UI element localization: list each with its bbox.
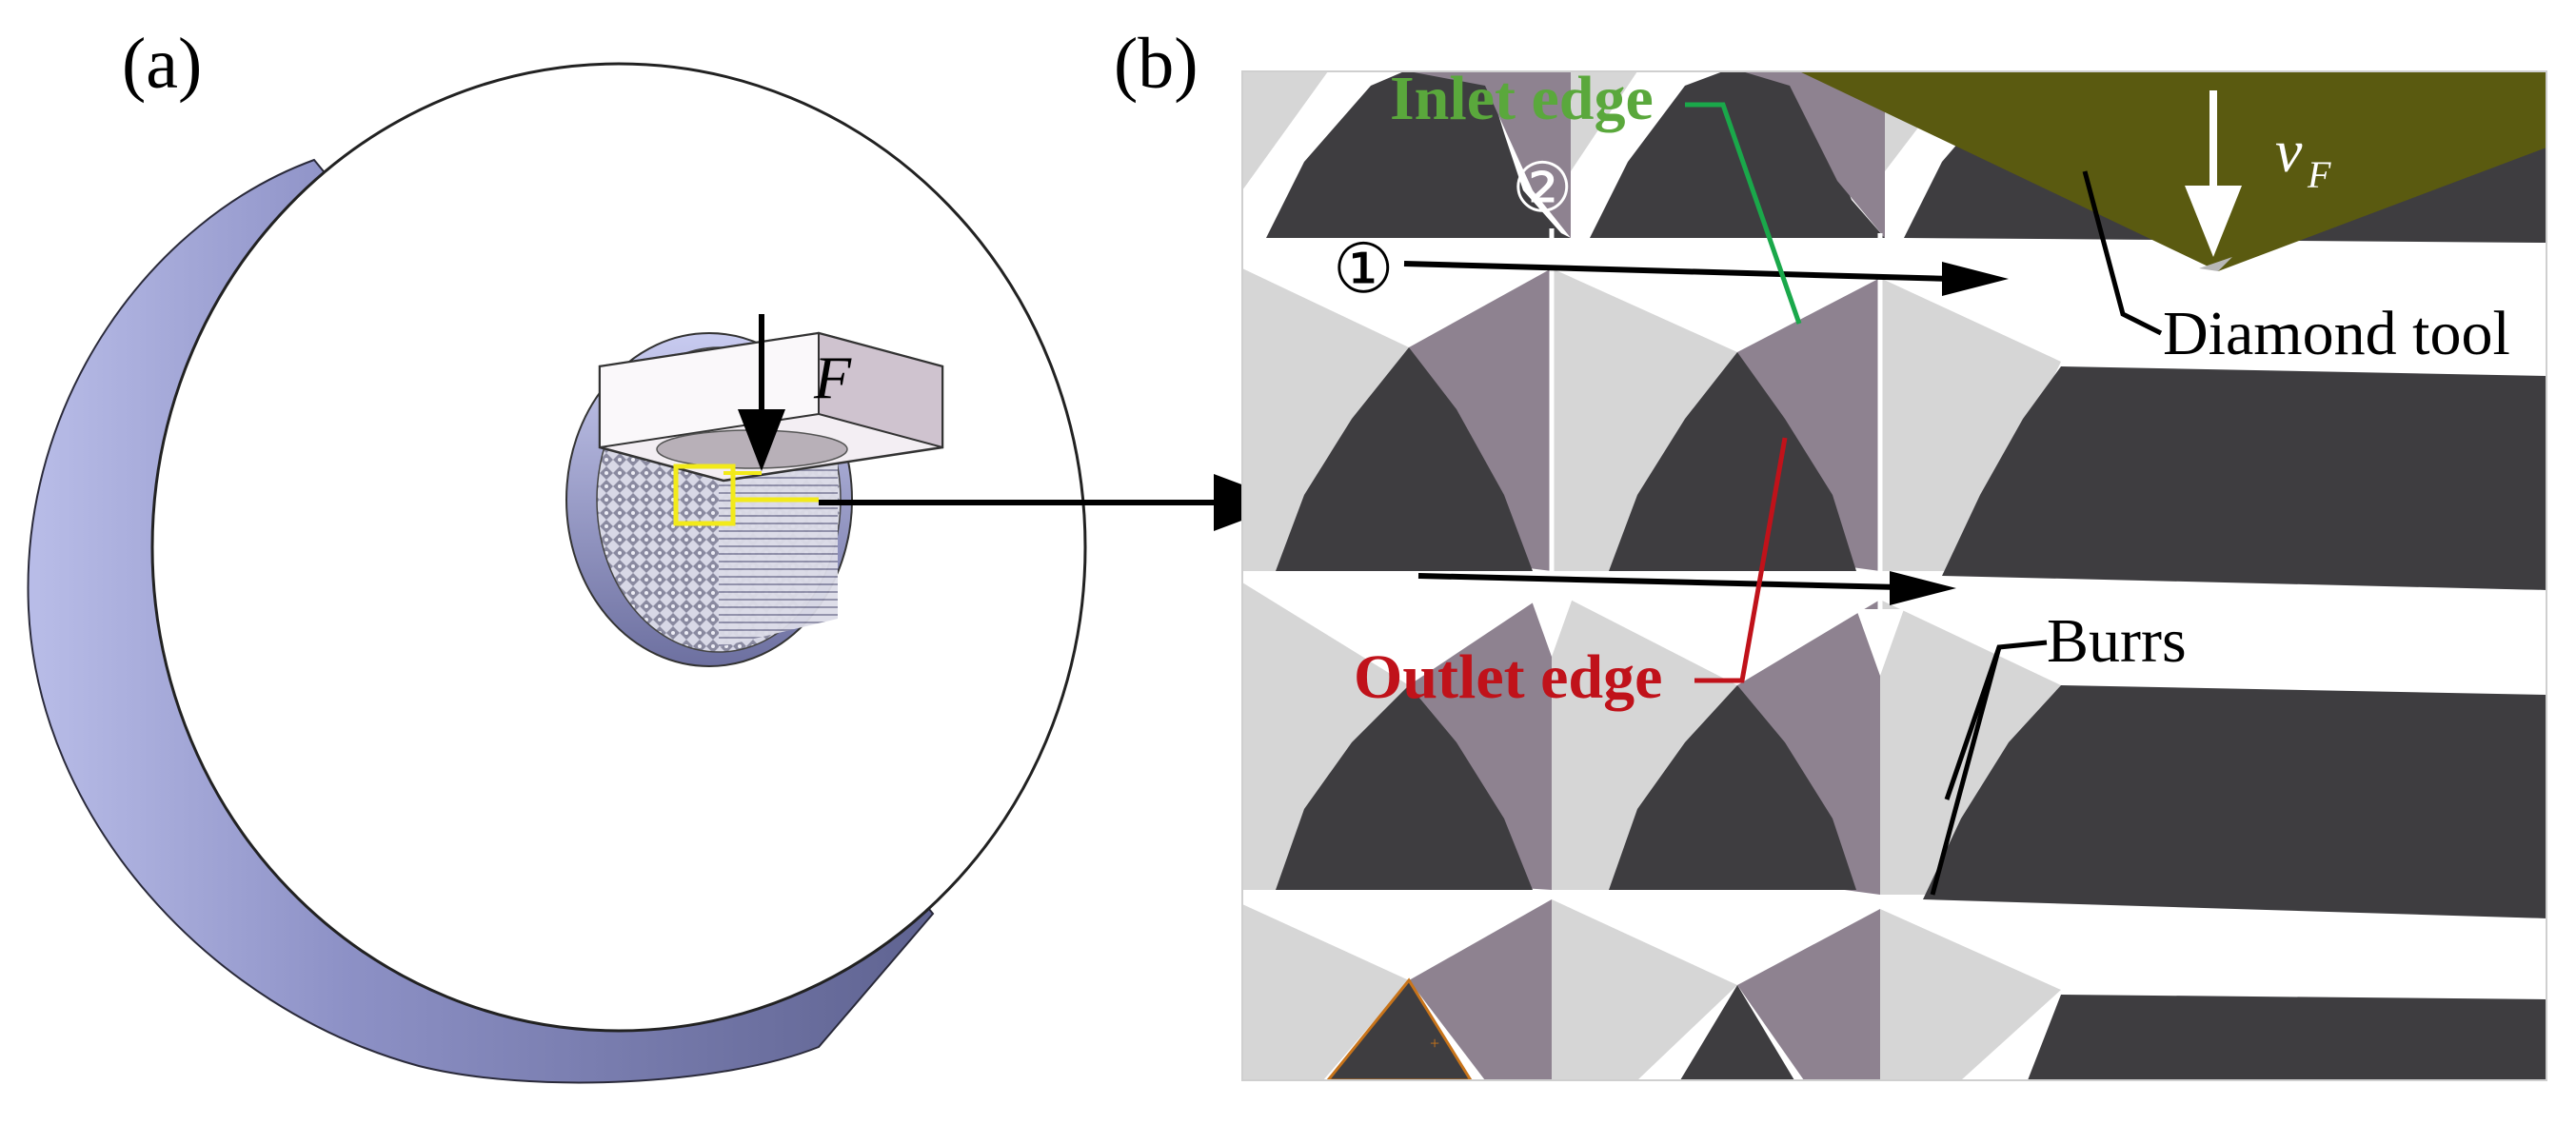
velocity-arrow: v F — [2185, 90, 2331, 257]
velocity-subscript: F — [2307, 153, 2331, 196]
outlet-edge-label: Outlet edge — [1354, 642, 1662, 712]
panel-a-label: (a) — [122, 24, 202, 104]
panel-a: (a) F — [27, 24, 1290, 1084]
burrs-annotation: Burrs — [1930, 606, 2187, 896]
inlet-edge-label: Inlet edge — [1390, 64, 1654, 133]
diamond-tool-annotation: Diamond tool — [2082, 170, 2510, 368]
diamond-tool-label: Diamond tool — [2163, 299, 2510, 368]
row-2 — [1242, 268, 2546, 590]
microstructure-view: + — [1242, 71, 2546, 1080]
outlet-edge-annotation: Outlet edge — [1354, 437, 1788, 712]
row-4: + — [1242, 899, 2546, 1080]
step-1-label: ① — [1333, 231, 1395, 307]
cutting-paths — [1528, 228, 1904, 676]
inlet-edge-annotation: Inlet edge — [1390, 64, 1802, 325]
microstructure-frame — [1241, 70, 2547, 1081]
panel-b-label: (b) — [1114, 24, 1199, 104]
step-2-marker: ② — [1512, 150, 1574, 227]
zoom-highlight-box — [673, 464, 736, 526]
velocity-label: v — [2275, 117, 2303, 185]
row-3 — [1242, 582, 2546, 918]
tool-holder — [598, 331, 944, 483]
step-2-label: ② — [1512, 150, 1574, 227]
burrs-label: Burrs — [2047, 606, 2187, 676]
diamond-tool — [1799, 71, 2546, 271]
feed-arrows — [1403, 261, 2009, 605]
step-1-marker: ① — [1333, 231, 1395, 307]
svg-text:+: + — [1430, 1034, 1439, 1053]
force-arrow-head — [738, 409, 785, 471]
force-label: F — [813, 344, 852, 411]
panel-b: (b) — [1114, 24, 2547, 1081]
